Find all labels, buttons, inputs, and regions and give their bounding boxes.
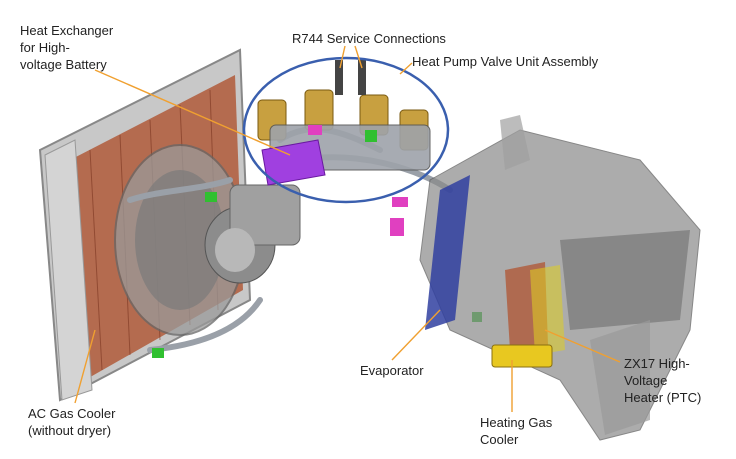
leader-r744-left (339, 45, 346, 69)
label-line: Heater (PTC) (624, 390, 702, 405)
ptc-heater (530, 265, 565, 355)
heating-gas-cooler-tank (491, 344, 553, 368)
leader-valve-unit (399, 62, 413, 75)
label-line: ZX17 High- (624, 356, 690, 371)
connector-magenta (390, 218, 404, 236)
label-line: (without dryer) (28, 423, 112, 438)
compressor (204, 184, 301, 284)
label-heat-pump-valve-unit: Heat Pump Valve Unit Assembly (412, 54, 599, 69)
connector-green (365, 130, 377, 142)
leader-evaporator (391, 309, 441, 361)
label-line: Heating Gas (480, 415, 553, 430)
label-r744-service-connections: R744 Service Connections (292, 31, 446, 46)
connector-magenta (308, 125, 322, 135)
leader-ac-gas-cooler (74, 329, 96, 404)
label-ac-gas-cooler: AC Gas Cooler (without dryer) (28, 405, 115, 439)
valve-unit-highlight-ellipse (242, 56, 450, 204)
label-line: Voltage (624, 373, 668, 388)
connector-green (205, 192, 217, 202)
label-line: Cooler (480, 432, 519, 447)
connector-green (152, 348, 164, 358)
evaporator (425, 175, 470, 330)
leader-zx17 (544, 329, 621, 363)
label-line: Heat Exchanger (20, 23, 114, 38)
label-evaporator: Evaporator (360, 363, 424, 378)
leader-r744-right (354, 45, 363, 69)
label-zx17-heater: ZX17 High- Voltage Heater (PTC) (624, 355, 701, 406)
leader-lines (74, 45, 621, 412)
label-line: AC Gas Cooler (28, 406, 116, 421)
label-heating-gas-cooler: Heating Gas Cooler (480, 414, 552, 448)
leader-heat-exchanger (94, 69, 291, 156)
label-line: for High- (20, 40, 70, 55)
label-heat-exchanger: Heat Exchanger for High- voltage Battery (20, 22, 113, 73)
connector-magenta (392, 197, 408, 207)
label-line: voltage Battery (20, 57, 107, 72)
